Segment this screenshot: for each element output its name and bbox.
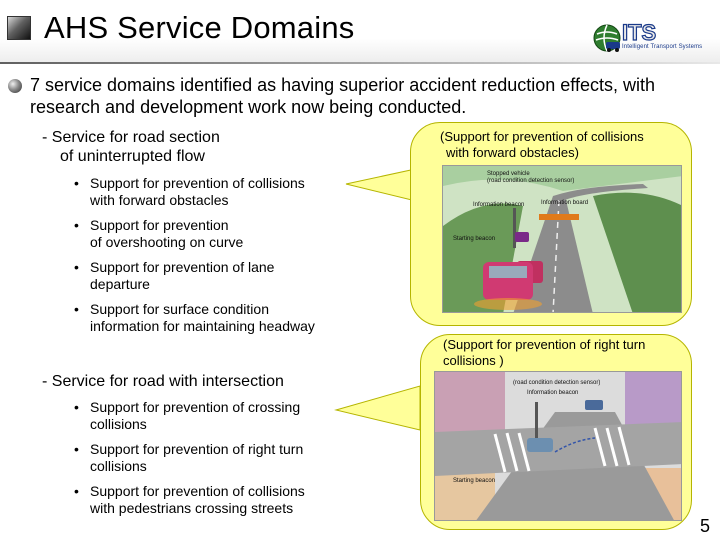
section-road-section-heading: - Service for road section of uninterrup…	[42, 129, 220, 165]
forward-obstacle-illustration: Stopped vehicle (road condition detectio…	[442, 165, 682, 313]
main-bullet-icon	[8, 79, 22, 93]
svg-text:Information beacon: Information beacon	[473, 202, 524, 208]
svg-text:Starting beacon: Starting beacon	[453, 236, 495, 242]
svg-text:Information board: Information board	[541, 200, 588, 206]
title-square-icon	[7, 16, 31, 40]
svg-text:(road condition detection sens: (road condition detection sensor)	[513, 380, 600, 386]
page-number: 5	[700, 516, 711, 536]
title-divider	[0, 62, 720, 64]
callout-caption: (Support for prevention of right turn co…	[443, 337, 646, 368]
main-point: 7 service domains identified as having s…	[30, 75, 656, 117]
callout-caption: (Support for prevention of collisions wi…	[440, 129, 644, 160]
slide-title: AHS Service Domains	[44, 10, 355, 45]
right-turn-illustration: (road condition detection sensor) Inform…	[434, 371, 682, 521]
globe-icon	[593, 24, 621, 52]
svg-text:Starting beacon: Starting beacon	[453, 478, 495, 484]
svg-text:Information beacon: Information beacon	[527, 390, 578, 396]
its-logo: ITS Intelligent Transport Systems	[592, 19, 716, 58]
svg-text:(road condition detection sens: (road condition detection sensor)	[487, 178, 574, 184]
logo-mark: ITS	[621, 19, 657, 45]
logo-subtitle: Intelligent Transport Systems	[622, 44, 703, 50]
svg-text:Stopped vehicle: Stopped vehicle	[487, 171, 530, 177]
section-intersection-heading: - Service for road with intersection	[42, 373, 284, 390]
